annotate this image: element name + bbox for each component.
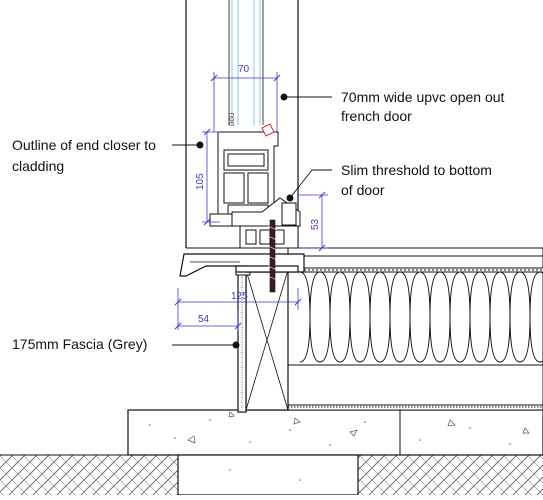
label-closer-line2: cladding <box>12 158 65 174</box>
label-threshold-line2: of door <box>341 182 385 198</box>
fixing-screw <box>267 219 278 293</box>
label-door-line2: french door <box>341 108 412 124</box>
dim-joist-width: 125 <box>231 291 248 302</box>
floor-structure <box>242 247 543 411</box>
dgu-label: DGU <box>230 113 236 126</box>
label-door-line1: 70mm wide upvc open out <box>341 89 505 105</box>
insulation <box>299 271 543 363</box>
dim-fascia-offset: 54 <box>198 314 210 325</box>
dim-frame-height: 105 <box>195 173 206 190</box>
upvc-profile <box>209 123 301 249</box>
joist-and-fascia <box>235 269 289 413</box>
label-closer-line1: Outline of end closer to <box>12 137 156 153</box>
dim-frame-width: 70 <box>238 64 250 75</box>
dim-threshold-height: 53 <box>310 218 321 230</box>
dimensions <box>177 72 328 332</box>
leaders <box>172 93 332 349</box>
dimension-ticks <box>174 74 326 330</box>
label-threshold-line1: Slim threshold to bottom <box>341 162 492 178</box>
label-fascia: 175mm Fascia (Grey) <box>12 336 148 352</box>
ground <box>0 454 543 495</box>
concrete-pad <box>127 409 543 496</box>
